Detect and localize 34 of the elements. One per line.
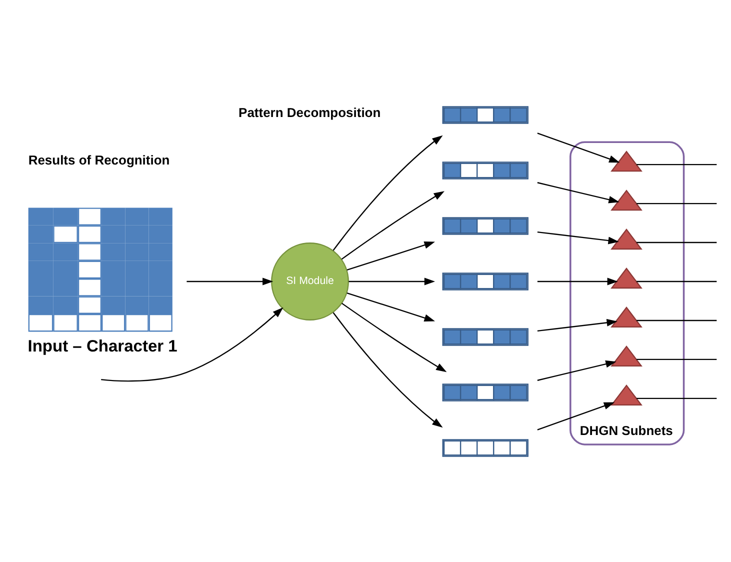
arrow [186,277,274,285]
arrow [346,292,435,322]
arrow [537,277,618,285]
arrow [346,240,435,270]
node-triangle [610,189,642,210]
connector [636,397,717,398]
cluster: DHGN Subnets [570,140,685,445]
arrow [348,277,436,285]
node-triangle [610,150,642,172]
node-triangle [610,344,642,366]
arrow [537,182,620,203]
connector [636,319,717,321]
connector [636,202,717,204]
arrow [537,360,616,380]
node-triangle [610,228,642,250]
connector [636,280,717,282]
connector [636,358,717,360]
connector [636,164,717,165]
arrow [341,190,444,260]
arrow [101,306,284,382]
arrow [537,402,615,430]
connector [636,241,717,243]
arrow [537,318,618,332]
arrow [332,312,443,428]
label: Pattern Decomposition [238,104,381,120]
node-triangle [610,306,642,328]
node-label: Input – Character 1 [28,336,178,355]
arrow [342,302,447,372]
node-triangle [610,384,642,405]
arrow [332,134,443,250]
label: Results of Recognition [28,152,170,167]
node-triangle [610,267,642,288]
arrow [537,230,619,244]
arrow [537,132,620,162]
